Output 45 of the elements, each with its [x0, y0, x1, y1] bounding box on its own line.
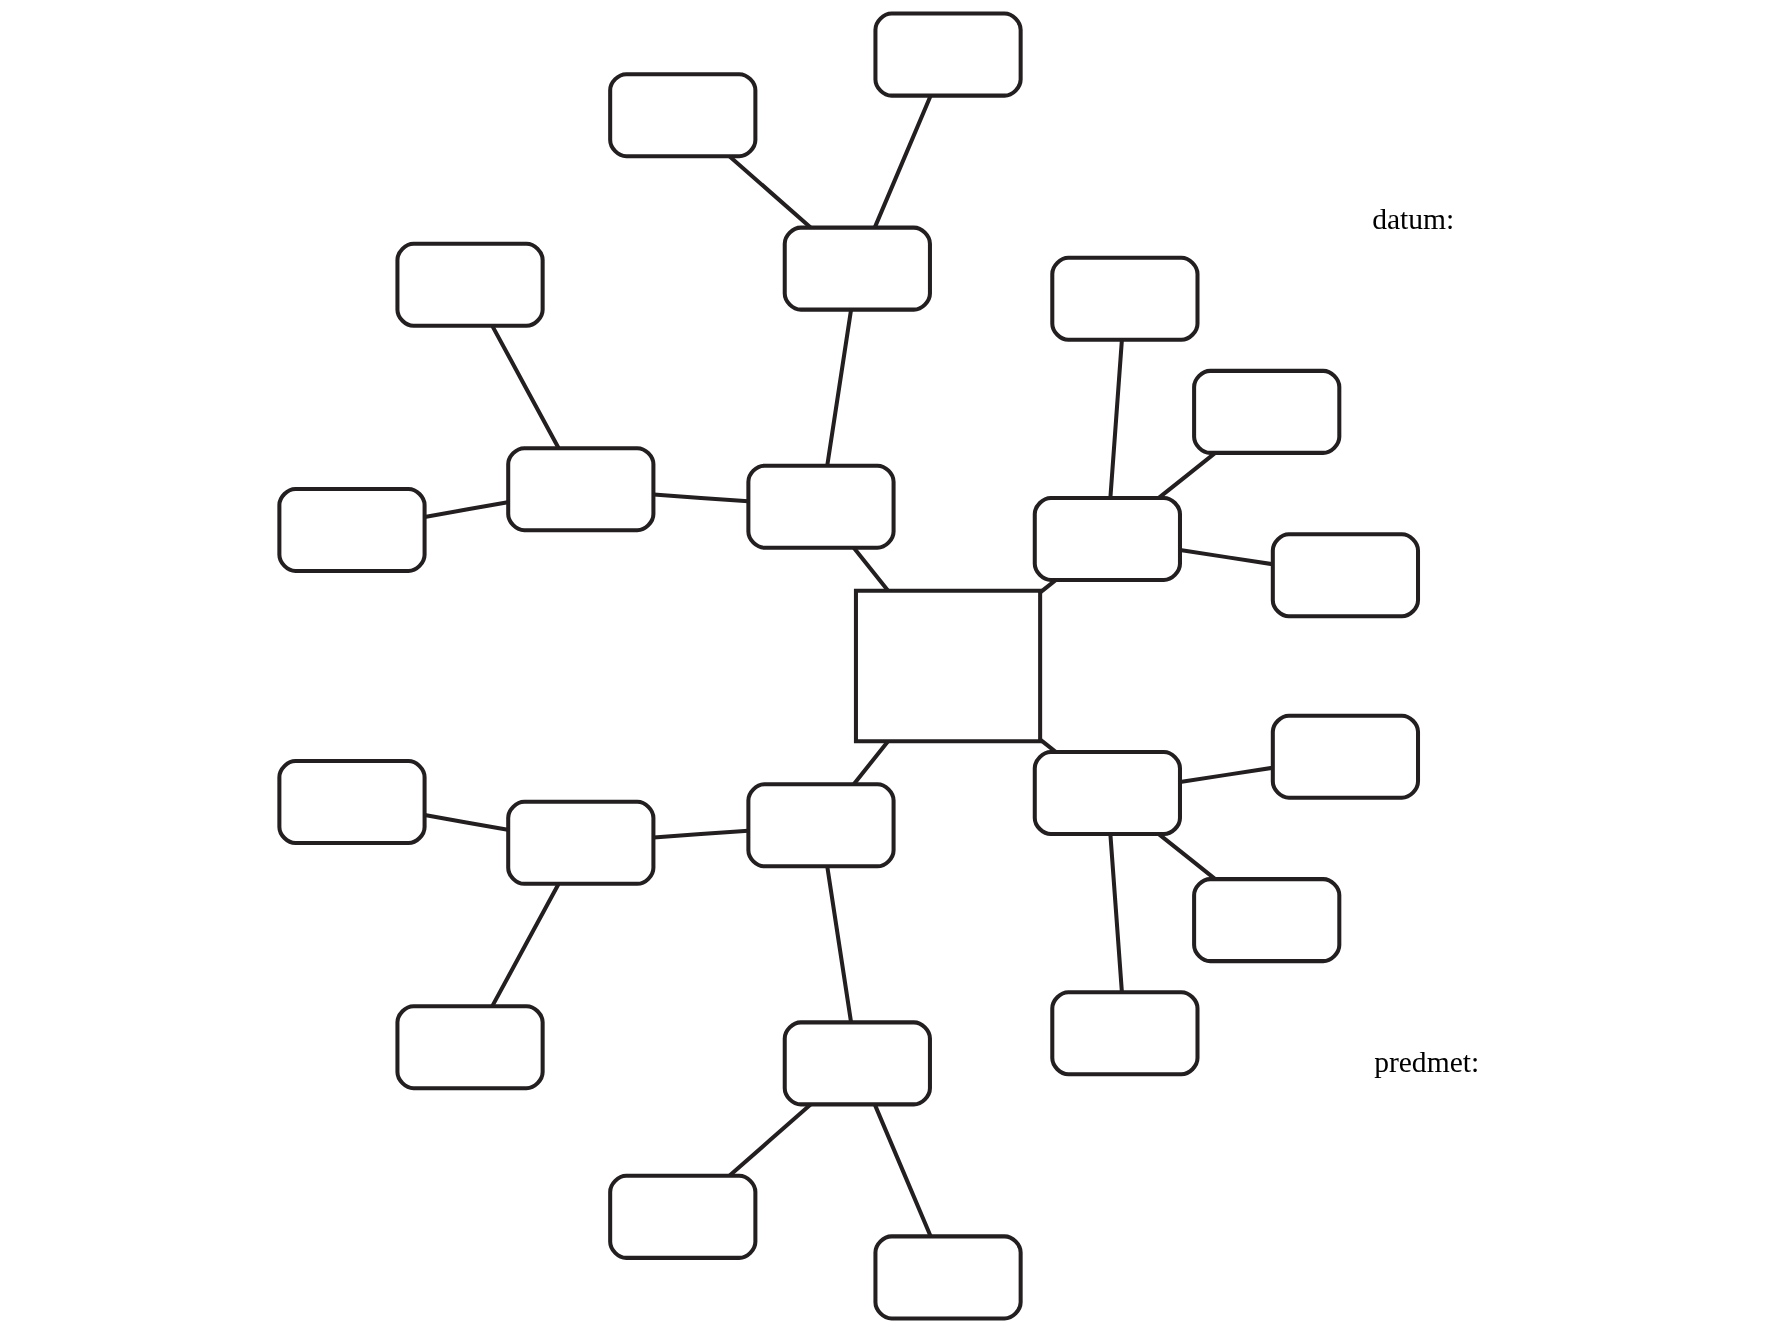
connector: [1038, 737, 1057, 754]
node-box: [782, 225, 932, 312]
node-box: [1191, 368, 1341, 455]
node-box: [782, 1020, 932, 1107]
node-box: [1032, 750, 1182, 837]
node-box: [276, 486, 427, 573]
connector: [824, 309, 853, 466]
connector: [423, 813, 508, 832]
node-box: [607, 72, 757, 159]
node-box: [745, 463, 896, 550]
connector: [1179, 765, 1273, 784]
node-box: [607, 1173, 757, 1260]
connector: [1157, 832, 1216, 881]
node-box: [276, 759, 427, 846]
node-box: [1049, 990, 1199, 1077]
connector: [851, 740, 889, 786]
connector: [1157, 451, 1216, 500]
node-box: [505, 446, 655, 533]
node-box: [394, 1004, 545, 1091]
connector: [1038, 578, 1057, 595]
connector: [653, 828, 748, 840]
node-box: [1032, 495, 1182, 582]
node-square: [853, 588, 1042, 744]
node-box: [1270, 532, 1420, 619]
connector: [824, 866, 853, 1023]
connector: [872, 1103, 932, 1238]
label: predmet:: [1373, 1045, 1479, 1078]
node-box: [1191, 877, 1341, 964]
node-box: [745, 782, 896, 869]
connector: [872, 94, 932, 229]
node-box: [505, 799, 655, 886]
connector: [423, 500, 508, 519]
connector: [490, 883, 560, 1007]
node-box: [872, 1234, 1023, 1321]
connector: [653, 492, 748, 504]
connector: [1107, 339, 1124, 498]
node-box: [1049, 255, 1199, 342]
connector: [851, 546, 889, 592]
connector: [490, 325, 560, 449]
node-box: [394, 241, 545, 328]
node-box: [872, 11, 1023, 98]
connector: [1107, 834, 1124, 993]
node-box: [1270, 713, 1420, 800]
connector: [1179, 548, 1273, 567]
label: datum:: [1371, 202, 1454, 235]
